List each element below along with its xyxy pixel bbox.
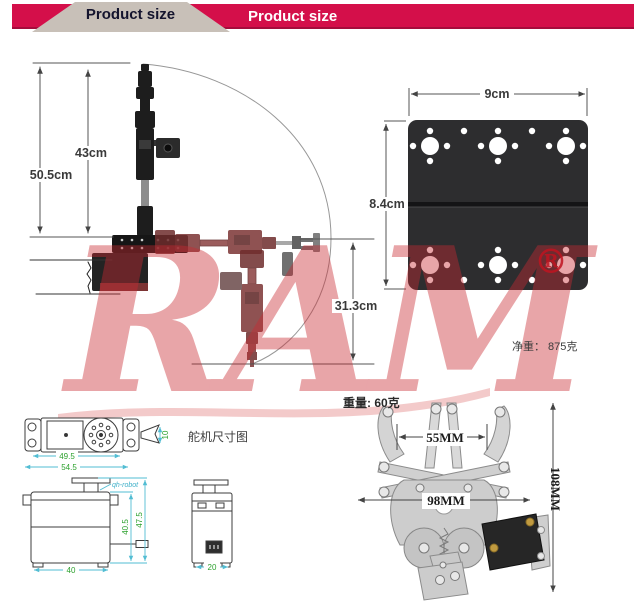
gripper-height-label: 108MM bbox=[548, 466, 563, 512]
gripper-diagram bbox=[358, 402, 556, 601]
plate-holes bbox=[409, 127, 587, 284]
arm-total-height-label: 50.5cm bbox=[26, 168, 76, 182]
plate-net-weight-label: 净重： 875克 bbox=[512, 341, 578, 353]
gripper-servo bbox=[481, 513, 545, 571]
robot-arm-diagram bbox=[29, 62, 375, 367]
arm-down-pose bbox=[220, 250, 264, 367]
svg-text:40.5: 40.5 bbox=[121, 519, 130, 535]
gripper-width-label: 98MM bbox=[422, 493, 470, 509]
arm-lower-reach-label: 31.3cm bbox=[332, 299, 380, 313]
header-banner-label: Product size bbox=[248, 8, 338, 25]
plate-width-label: 9cm bbox=[480, 87, 514, 101]
arm-upper-height-label: 43cm bbox=[72, 146, 110, 160]
mounting-plate-diagram bbox=[383, 88, 588, 290]
arm-upright bbox=[135, 64, 180, 236]
svg-text:47.5: 47.5 bbox=[135, 512, 144, 528]
arm-dimensions bbox=[29, 62, 375, 365]
gripper-dimensions bbox=[358, 403, 556, 592]
servo-top-view bbox=[24, 417, 160, 453]
sweep-arc bbox=[142, 63, 332, 365]
gripper-right-jaw bbox=[483, 405, 511, 463]
servo-views: 49.5 54.5 10 40 40.5 47.5 20 qh-robot bbox=[22, 417, 233, 575]
watermark-swoosh bbox=[58, 388, 490, 422]
servo-dim-labels: 49.5 54.5 10 40 40.5 47.5 20 qh-robot bbox=[56, 430, 220, 575]
gripper-jaw-opening-label: 55MM bbox=[423, 430, 467, 446]
servo-side-view bbox=[191, 479, 233, 568]
svg-text:54.5: 54.5 bbox=[61, 463, 77, 472]
servo-brand-text: qh-robot bbox=[112, 482, 139, 489]
plate-height-label: 8.4cm bbox=[366, 197, 408, 211]
servo-front-view bbox=[22, 477, 149, 568]
arm-horizontal-pose bbox=[155, 230, 320, 276]
servo-diagram-title: 舵机尺寸图 bbox=[188, 430, 249, 444]
svg-text:49.5: 49.5 bbox=[59, 452, 75, 461]
svg-text:20: 20 bbox=[208, 563, 217, 572]
gripper-weight-label: 重量: 60克 bbox=[343, 396, 400, 410]
servo-cable-tab bbox=[140, 424, 160, 444]
gripper-screws bbox=[378, 403, 510, 585]
svg-text:40: 40 bbox=[67, 566, 76, 575]
header-tab-label: Product size bbox=[85, 6, 176, 23]
svg-text:10: 10 bbox=[161, 430, 170, 439]
